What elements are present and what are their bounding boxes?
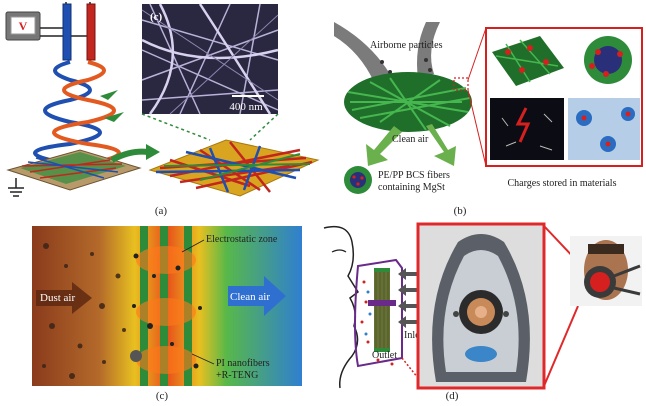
inlet-label: Inlet [404,330,423,341]
charges-label: Charges stored in materials [508,178,617,189]
clean-air-arrow-left [366,126,402,166]
syringe-blue [62,3,72,61]
panel-a-caption-text: (a) [154,205,168,217]
electrostatic-zones [136,246,196,374]
panel-b-caption: (b) [453,205,467,217]
panel-b-illustration: Airborne particles Clean air PE/PP BCS f… [334,22,643,194]
panel-d-illustration: Inlet Outlet [323,222,642,390]
sem-label: (c) [150,11,163,23]
outlet-label: Outlet [372,350,397,361]
inset-frame [485,27,643,167]
fiber-mat [148,139,320,197]
panel-c-caption: (c) [155,390,169,402]
collector-plate [6,149,142,191]
zoom-line-left [141,113,211,141]
panel-d: Inlet Outlet [318,222,646,390]
zoom-arrow-head [146,144,160,160]
inhaled-air-dots [364,290,372,336]
dust-particles [42,243,126,379]
panel-c-illustration: Dust air Clean air Electrostatic zone PI… [32,226,302,386]
clean-air-arrow-c [228,276,286,316]
dust-air-arrow [36,282,92,314]
zoom-arrow [110,148,149,163]
panel-a-illustration: V [5,2,320,197]
panel-c: Dust air Clean air Electrostatic zone PI… [32,226,302,386]
mask-photo [432,234,530,382]
mask-outline [354,258,403,368]
bcs-fiber-mat [344,72,472,132]
face-profile [323,225,360,389]
airborne-particles-label: Airborne particles [370,40,443,51]
panel-b: Airborne particles Clean air PE/PP BCS f… [330,22,646,208]
ground-symbol [8,178,24,197]
syringe-red [86,3,96,61]
filter-element [374,268,390,352]
nanofiber-label-line1: PI nanofibers [216,358,270,369]
fiber-label-line2: containing MgSt [378,182,445,193]
fiber-label-line1: PE/PP BCS fibers [378,170,450,181]
clean-air-label-c: Clean air [230,291,270,303]
clean-air-label-b: Clean air [392,134,429,145]
person-photo [570,236,642,306]
voltage-display [10,16,36,35]
captured-particles [130,253,202,369]
electrostatic-zone-label: Electrostatic zone [206,234,278,245]
electrospinning-jet [33,60,124,166]
voltage-symbol: V [19,19,28,33]
particle-flow-left [334,22,390,82]
nanofiber-label-line2: +R-TENG [216,370,258,381]
charged-fiber-block [492,36,564,86]
sem-image [141,3,279,115]
dust-air-label: Dust air [40,292,75,304]
wire-1 [40,2,67,29]
particle-flow-right [417,22,440,78]
panel-d-caption: (d) [445,390,459,402]
charged-fiber-ring [584,36,632,84]
inlet-arrows [398,268,422,328]
clean-air-arrow-right [426,124,456,166]
scale-bar-label: 400 nm [229,101,263,113]
panel-a: V [0,0,322,200]
zoom-line-right [249,113,279,141]
exhaled-air-dots [360,280,394,366]
